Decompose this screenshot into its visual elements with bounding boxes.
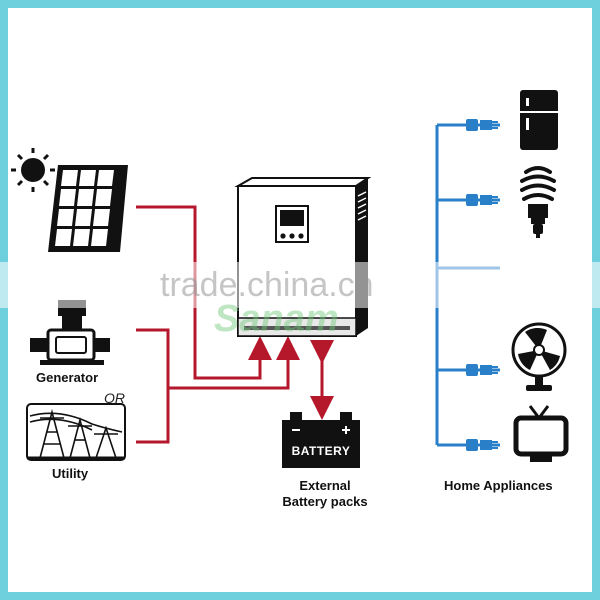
- inverter-icon: [234, 177, 372, 337]
- fridge-icon: [520, 90, 558, 150]
- tv-icon: [513, 405, 569, 462]
- solar-panel-icon: [48, 165, 128, 252]
- bulb-icon: [520, 166, 556, 238]
- ac-input-lines: [136, 205, 300, 444]
- watermark-band: [0, 262, 600, 308]
- or-label: OR: [104, 390, 125, 406]
- sun-icon: [11, 148, 55, 192]
- plug-icon: [466, 119, 498, 451]
- home-appliances-label: Home Appliances: [444, 478, 553, 493]
- generator-label: Generator: [36, 370, 99, 385]
- generator-icon: [30, 300, 110, 365]
- watermark-site: trade.china.cn: [160, 266, 374, 304]
- external-label: External: [299, 478, 351, 493]
- watermark-logo: Sanam: [214, 298, 339, 340]
- battery-packs-label: Battery packs: [282, 494, 368, 509]
- utility-tower-icon: [26, 403, 126, 461]
- utility-label: Utility: [52, 466, 89, 481]
- battery-icon: [282, 412, 360, 468]
- battery-label: BATTERY: [291, 444, 351, 458]
- fan-icon: [511, 322, 567, 391]
